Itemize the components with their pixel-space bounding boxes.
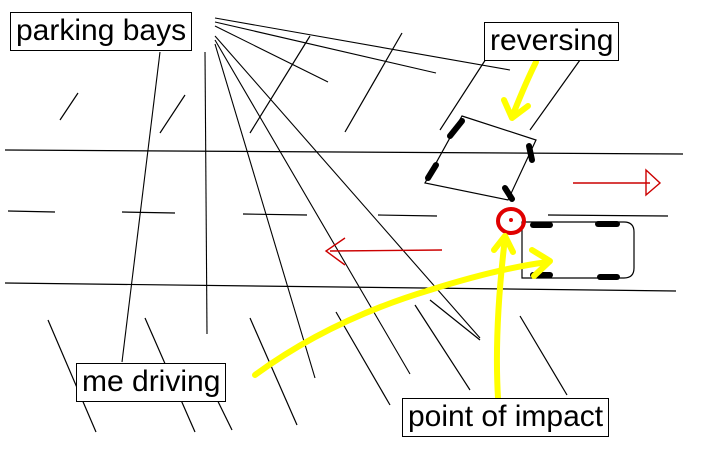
me-driving-arrow-icon: [252, 247, 553, 378]
parking-bays-label: parking bays: [10, 12, 193, 51]
reversing-label: reversing: [484, 22, 620, 61]
point-of-impact-arrow-icon: [491, 233, 516, 401]
me-driving-label: me driving: [76, 363, 227, 402]
parking-bays-pointers: [121, 17, 511, 379]
point-of-impact-label: point of impact: [402, 398, 610, 437]
impact-circle-icon: [496, 207, 526, 235]
lane-direction-arrows: [324, 168, 662, 266]
lane-dashes: [7, 210, 669, 217]
reversing-arrow-icon: [501, 59, 539, 121]
lower-parking-bays: [47, 299, 568, 433]
lane-arrow-right-icon: [573, 168, 662, 197]
reversing-car-icon: [424, 115, 537, 202]
lane-arrow-left-icon: [324, 237, 443, 266]
road-edges: [4, 149, 684, 292]
yellow-arrows: [252, 59, 553, 401]
